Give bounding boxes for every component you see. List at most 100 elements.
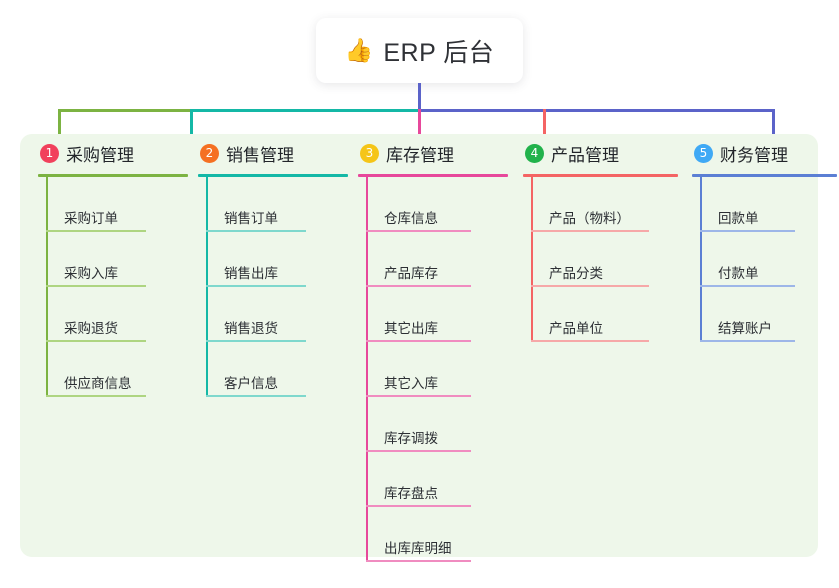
branch-item[interactable]: 采购退货	[46, 287, 188, 342]
branch-header-rule	[523, 174, 678, 177]
branch-item-label: 库存调拨	[384, 431, 438, 446]
branch-item-label: 采购退货	[64, 321, 118, 336]
branch-item-label: 产品（物料）	[549, 211, 630, 226]
branch-item[interactable]: 销售订单	[206, 177, 348, 232]
branch-spine	[206, 177, 208, 397]
branch-item-list: 仓库信息产品库存其它出库其它入库库存调拨库存盘点出库库明细	[366, 177, 508, 562]
branch-item-rule	[700, 340, 795, 342]
branch-spine	[46, 177, 48, 397]
connector-trunk	[418, 83, 421, 111]
branch-item-rule	[700, 230, 795, 232]
branch-item-list: 产品（物料） 产品分类产品单位	[531, 177, 678, 342]
branch-item[interactable]: 产品分类	[531, 232, 678, 287]
branch-item[interactable]: 其它入库	[366, 342, 508, 397]
branch-item-label: 产品库存	[384, 266, 438, 281]
branch-item[interactable]: 结算账户	[700, 287, 837, 342]
branch-title: 库存管理	[386, 145, 454, 165]
branch-item-label: 产品单位	[549, 321, 603, 336]
branch-header-4[interactable]: 4 产品管理	[523, 140, 678, 166]
branch-item[interactable]: 回款单	[700, 177, 837, 232]
branch-item[interactable]: 采购入库	[46, 232, 188, 287]
branch-item[interactable]: 销售出库	[206, 232, 348, 287]
branch-title: 采购管理	[66, 145, 134, 165]
branch-item-label: 回款单	[718, 211, 759, 226]
branch-header-3[interactable]: 3 库存管理	[358, 140, 508, 166]
branch-item-rule	[46, 395, 146, 397]
branch-item-rule	[46, 285, 146, 287]
branch-item[interactable]: 仓库信息	[366, 177, 508, 232]
branch-item[interactable]: 出库库明细	[366, 507, 508, 562]
branch-item-label: 其它出库	[384, 321, 438, 336]
branch-item-rule	[46, 230, 146, 232]
root-node-card[interactable]: 👍 ERP 后台	[316, 18, 523, 83]
branch-item-label: 仓库信息	[384, 211, 438, 226]
branch-item-label: 采购订单	[64, 211, 118, 226]
root-node-title: ERP 后台	[383, 38, 495, 67]
branch-column-4: 4 产品管理产品（物料） 产品分类产品单位	[523, 140, 678, 342]
branch-item[interactable]: 销售退货	[206, 287, 348, 342]
branch-item-rule	[531, 285, 649, 287]
branch-item-rule	[366, 560, 471, 562]
branch-item[interactable]: 采购订单	[46, 177, 188, 232]
branch-column-3: 3 库存管理仓库信息产品库存其它出库其它入库库存调拨库存盘点出库库明细	[358, 140, 508, 562]
connector-bus-segment-3	[418, 109, 545, 112]
branch-item-label: 库存盘点	[384, 486, 438, 501]
branch-item-list: 采购订单采购入库采购退货供应商信息	[46, 177, 188, 397]
branch-item-rule	[46, 340, 146, 342]
branch-item[interactable]: 产品（物料）	[531, 177, 678, 232]
branch-item-label: 付款单	[718, 266, 759, 281]
branch-item-label: 出库库明细	[384, 541, 452, 556]
branch-item-rule	[700, 285, 795, 287]
branch-item-rule	[206, 340, 306, 342]
branch-item[interactable]: 产品库存	[366, 232, 508, 287]
branch-item[interactable]: 库存调拨	[366, 397, 508, 452]
thumbs-up-icon: 👍	[344, 37, 374, 63]
branch-item-label: 产品分类	[549, 266, 603, 281]
branch-item-label: 供应商信息	[64, 376, 132, 391]
branch-item-list: 回款单付款单结算账户	[700, 177, 837, 342]
branch-number-badge: 4	[525, 143, 544, 163]
branch-header-rule	[692, 174, 837, 177]
branch-header-rule	[198, 174, 348, 177]
branch-item-rule	[366, 395, 471, 397]
connector-drop-2	[190, 109, 193, 145]
branch-item-list: 销售订单销售出库销售退货客户信息	[206, 177, 348, 397]
connector-drop-3	[418, 109, 421, 145]
branch-item[interactable]: 库存盘点	[366, 452, 508, 507]
branch-item-label: 采购入库	[64, 266, 118, 281]
branch-item-label: 销售退货	[224, 321, 278, 336]
branch-item-rule	[206, 285, 306, 287]
branch-item-label: 结算账户	[718, 321, 772, 336]
branch-item-rule	[206, 230, 306, 232]
branch-item-rule	[366, 285, 471, 287]
branch-header-5[interactable]: 5 财务管理	[692, 140, 837, 166]
connector-drop-1	[58, 109, 61, 145]
branch-item-rule	[366, 340, 471, 342]
branch-item[interactable]: 供应商信息	[46, 342, 188, 397]
connector-bus-segment-4	[543, 109, 775, 112]
branch-item-rule	[366, 450, 471, 452]
branch-number-badge: 5	[694, 143, 713, 163]
branch-item-rule	[531, 230, 649, 232]
branch-title: 财务管理	[720, 145, 788, 165]
branch-item-rule	[366, 230, 471, 232]
branch-item-rule	[531, 340, 649, 342]
branch-item[interactable]: 其它出库	[366, 287, 508, 342]
branch-number-badge: 3	[360, 143, 379, 163]
branch-item-label: 客户信息	[224, 376, 278, 391]
branches-panel	[20, 134, 818, 557]
connector-drop-4	[543, 109, 546, 145]
branch-item[interactable]: 付款单	[700, 232, 837, 287]
branch-item[interactable]: 客户信息	[206, 342, 348, 397]
branch-spine	[531, 177, 533, 342]
branch-header-rule	[38, 174, 188, 177]
branch-item[interactable]: 产品单位	[531, 287, 678, 342]
branch-title: 产品管理	[551, 145, 619, 165]
branch-item-label: 销售出库	[224, 266, 278, 281]
branch-spine	[700, 177, 702, 342]
